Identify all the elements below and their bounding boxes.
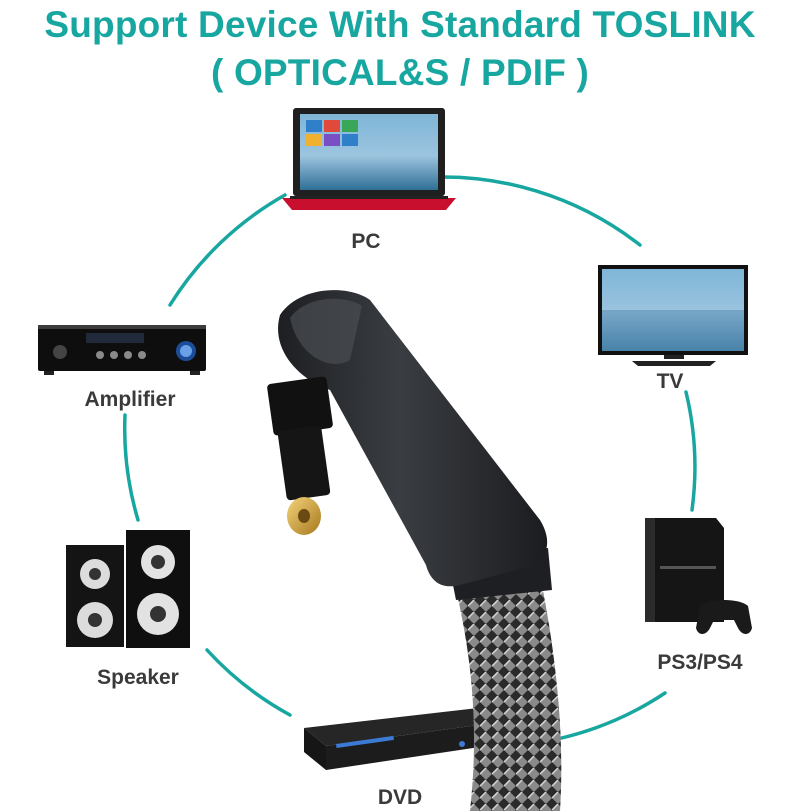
device-label-dvd: DVD — [377, 786, 423, 809]
ring-arc-dvd-speaker — [205, 648, 292, 717]
subheadline: ( OPTICAL&S / PDIF ) — [210, 52, 590, 93]
game-console-icon — [645, 518, 752, 634]
tv-icon — [598, 265, 748, 366]
device-label-pc: PC — [351, 230, 381, 253]
dvd-player-icon — [304, 708, 500, 770]
optical-cable-connector-icon — [267, 290, 562, 811]
ring-arc-pc-tv — [416, 175, 642, 247]
device-label-amplifier: Amplifier — [84, 388, 176, 411]
device-label-ps: PS3/PS4 — [657, 651, 743, 674]
amplifier-icon — [38, 325, 206, 375]
ring-arc-speaker-amp — [122, 413, 140, 522]
headline: Support Device With Standard TOSLINK — [44, 4, 756, 45]
ring-arc-tv-ps — [684, 390, 697, 512]
device-label-speaker: Speaker — [97, 666, 179, 689]
device-label-tv: TV — [656, 370, 684, 393]
ring-arc-amp-pc — [168, 193, 287, 307]
speaker-icon — [66, 530, 190, 648]
laptop-icon — [282, 108, 456, 210]
